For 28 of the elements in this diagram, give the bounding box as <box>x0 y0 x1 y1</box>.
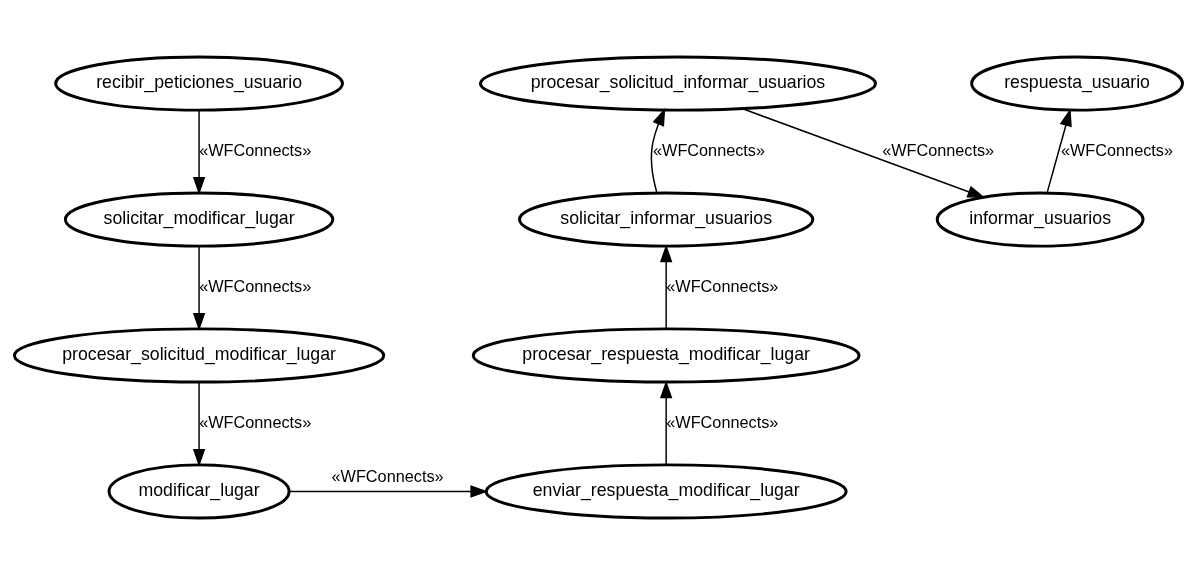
edge-label: «WFConnects» <box>331 466 444 485</box>
node-ellipse: recibir_peticiones_usuario <box>54 54 344 112</box>
edge-label: «WFConnects» <box>666 412 779 431</box>
node-ellipse: solicitar_informar_usuarios <box>518 190 815 248</box>
node-ellipse: solicitar_modificar_lugar <box>63 190 335 248</box>
arrow <box>659 243 673 329</box>
edge-label: «WFConnects» <box>199 140 312 159</box>
edge-label: «WFConnects» <box>1060 140 1173 159</box>
node-ellipse: respuesta_usuario <box>970 54 1184 112</box>
node-ellipse: procesar_solicitud_modificar_lugar <box>12 326 386 384</box>
node-ellipse: informar_usuarios <box>935 190 1145 248</box>
edge-label: «WFConnects» <box>653 140 766 159</box>
node-ellipse: modificar_lugar <box>107 462 291 520</box>
node-ellipse: enviar_respuesta_modificar_lugar <box>484 462 848 520</box>
arrow <box>1046 107 1072 194</box>
edge-label: «WFConnects» <box>199 276 312 295</box>
arrow <box>288 484 489 498</box>
arrow <box>659 379 673 465</box>
arrow <box>192 245 206 331</box>
edge-label: «WFConnects» <box>199 412 312 431</box>
edge-label: «WFConnects» <box>666 276 779 295</box>
arrow <box>192 109 206 195</box>
arrow <box>742 107 986 198</box>
arrow <box>650 107 666 194</box>
node-ellipse: procesar_solicitud_informar_usuarios <box>478 54 878 112</box>
arrow <box>192 381 206 467</box>
edge-label: «WFConnects» <box>882 140 995 159</box>
node-ellipse: procesar_respuesta_modificar_lugar <box>471 326 861 384</box>
